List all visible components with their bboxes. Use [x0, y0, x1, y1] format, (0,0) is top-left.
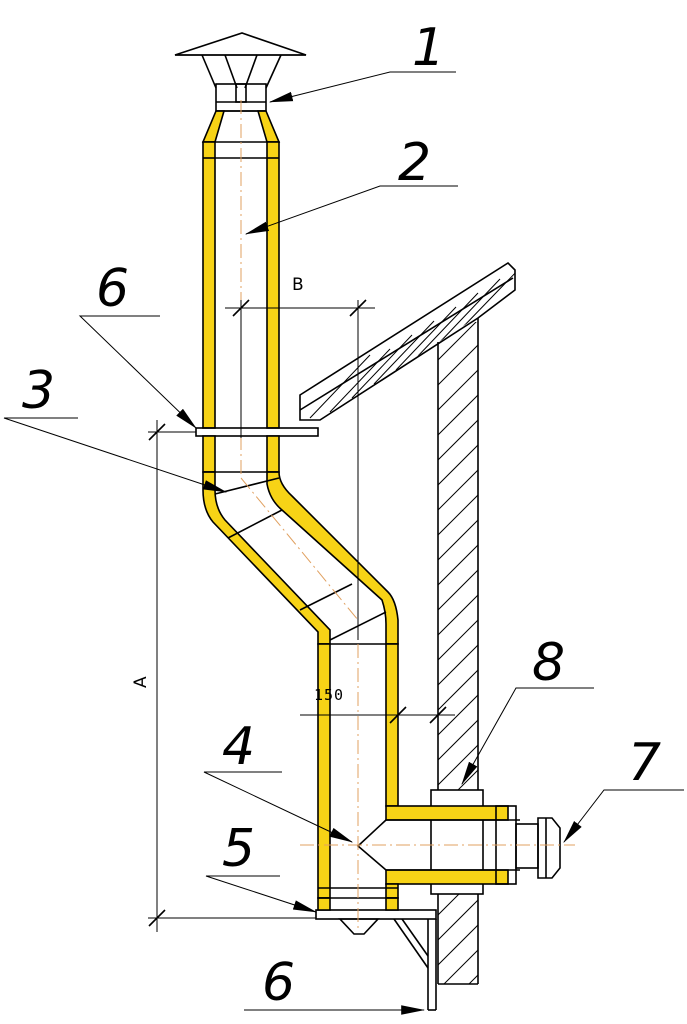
callout-1: 1	[268, 18, 456, 103]
callout-3: 3	[3, 361, 228, 493]
callout-8-label: 8	[532, 633, 565, 693]
roof-pass-through-plate	[195, 427, 319, 437]
callout-7-label: 7	[628, 733, 661, 793]
callout-8: 8	[461, 633, 594, 786]
wall	[430, 318, 484, 985]
dimension-a-label: A	[131, 676, 151, 688]
dimension-b-label: B	[292, 275, 304, 295]
dimension-150: 150	[300, 686, 455, 724]
callout-7: 7	[563, 733, 684, 843]
callout-4-label: 4	[222, 717, 255, 777]
callout-6-bottom: 6	[244, 953, 426, 1015]
support-bracket	[315, 897, 437, 1011]
callout-2-label: 2	[398, 133, 431, 193]
offset-elbows	[202, 435, 399, 645]
dimension-150-label: 150	[314, 686, 344, 704]
callout-2: 2	[244, 133, 458, 235]
callout-6-top: 6	[78, 259, 197, 429]
callout-3-label: 3	[22, 361, 55, 421]
chimney-cap	[174, 32, 307, 112]
callout-1-label: 1	[412, 18, 445, 78]
roof	[299, 261, 516, 421]
dimension-a: A	[131, 420, 316, 932]
callout-4: 4	[203, 717, 354, 843]
callout-5: 5	[205, 819, 318, 913]
callout-6-bottom-label: 6	[262, 953, 295, 1013]
callout-6-top-label: 6	[96, 259, 129, 319]
dimension-b: B	[225, 275, 375, 640]
lower-pipe	[317, 643, 561, 899]
callout-5-label: 5	[222, 819, 255, 879]
